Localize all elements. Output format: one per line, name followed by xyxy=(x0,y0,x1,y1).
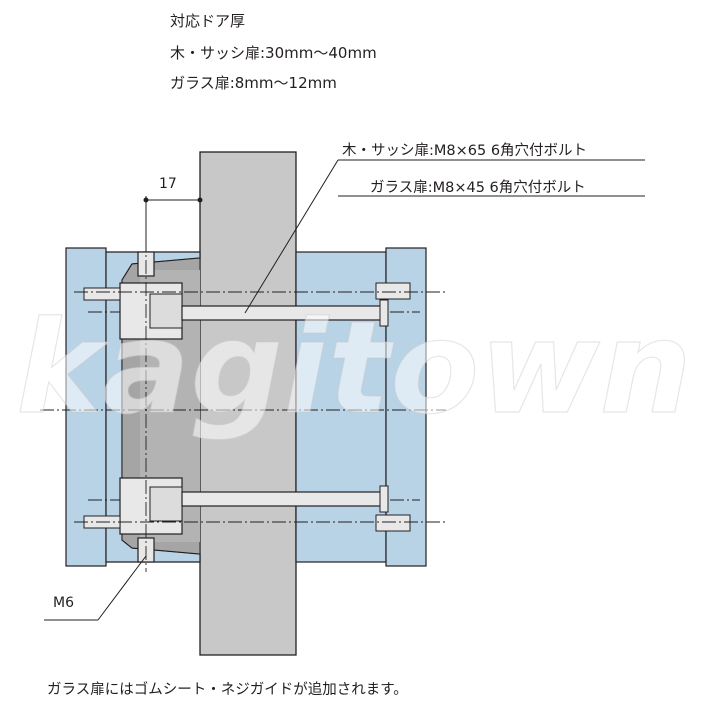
footer-note: ガラス扉にはゴムシート・ネジガイドが追加されます。 xyxy=(47,682,408,698)
bolt-leaders xyxy=(244,159,645,314)
right-outer-plate xyxy=(385,247,427,567)
dimension-17-label: 17 xyxy=(159,176,177,192)
wood-sash-door-thickness: 木・サッシ扉:30mm〜40mm xyxy=(170,44,377,62)
wood-sash-bolt-label: 木・サッシ扉:M8×65 6角穴付ボルト xyxy=(342,143,588,159)
glass-door-thickness: ガラス扉:8mm〜12mm xyxy=(170,74,337,92)
m6-leader xyxy=(44,555,147,621)
m6-screw-label: M6 xyxy=(53,595,74,611)
door-thickness-title: 対応ドア厚 xyxy=(170,12,246,30)
dimension-17 xyxy=(143,152,203,252)
door-slab xyxy=(199,151,297,656)
glass-door-bolt-label: ガラス扉:M8×45 6角穴付ボルト xyxy=(370,180,586,196)
centerlines xyxy=(40,238,446,572)
left-outer-plate xyxy=(65,247,107,567)
lower-bolt xyxy=(83,477,411,535)
right-inner-plate xyxy=(295,251,387,563)
